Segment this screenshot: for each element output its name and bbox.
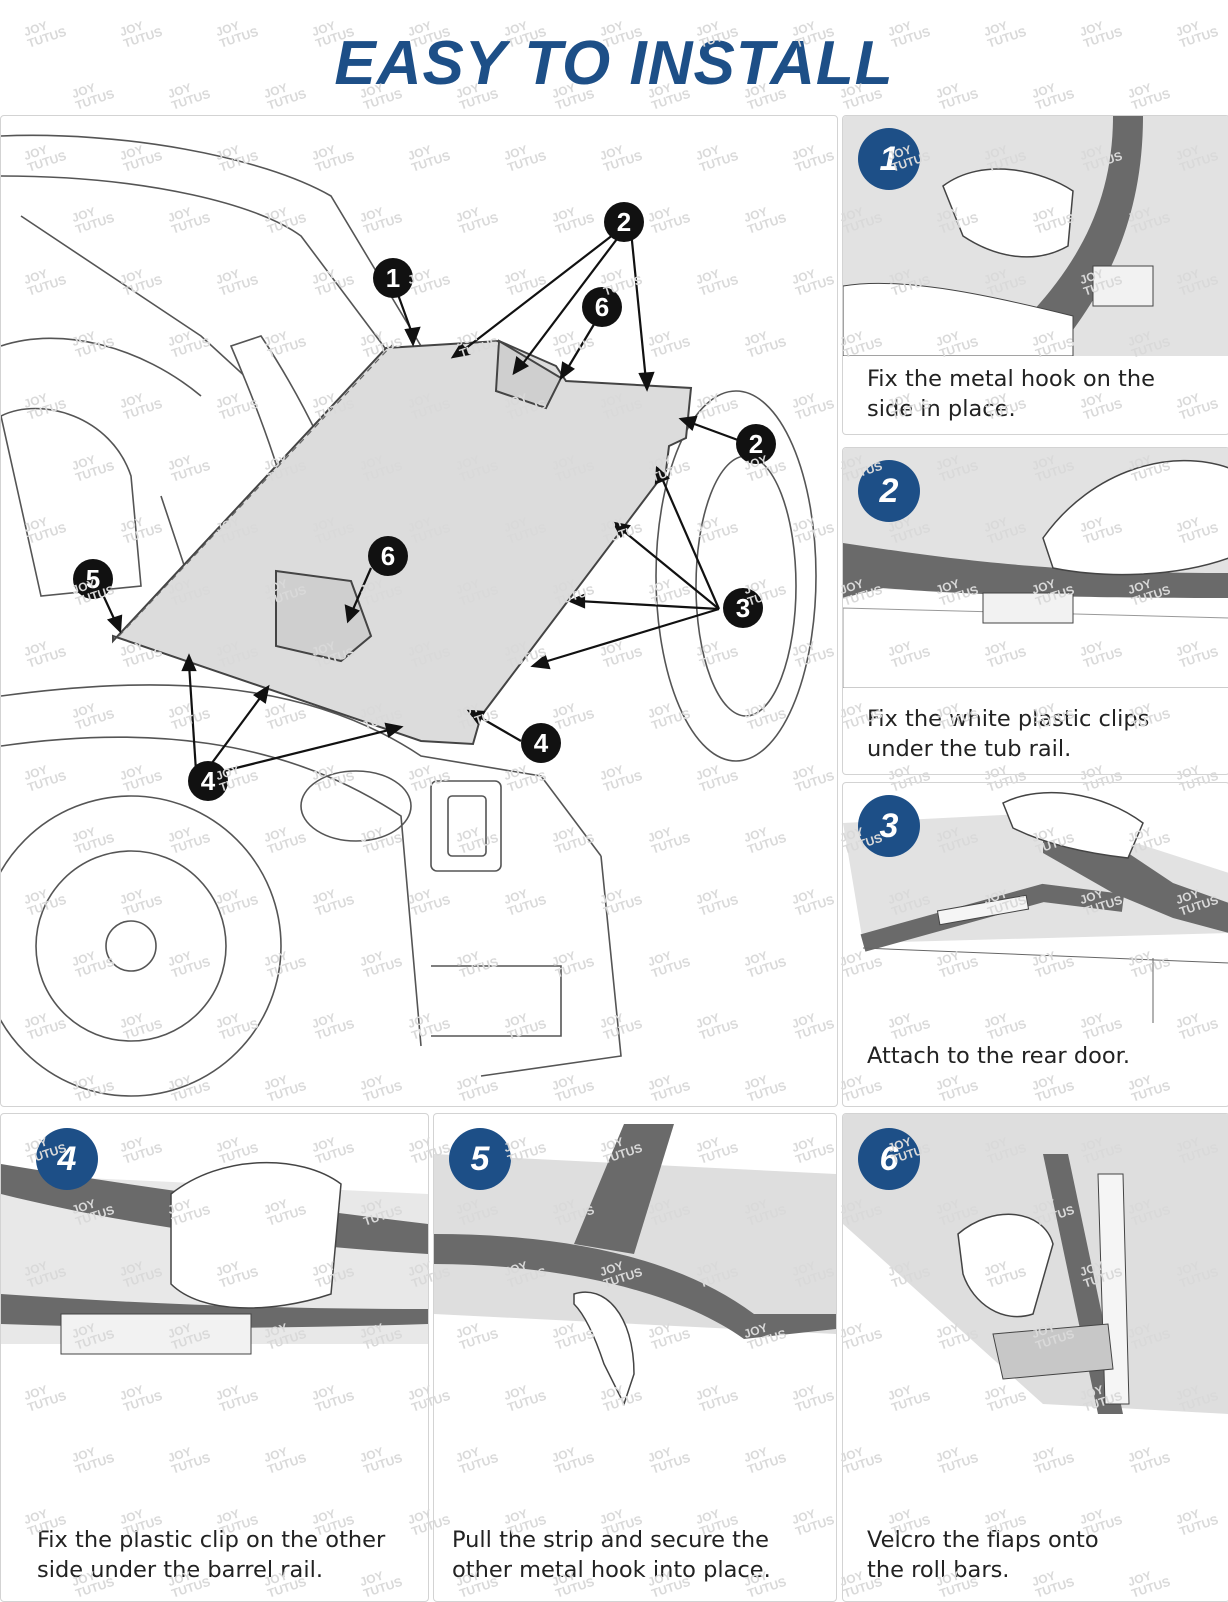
callout-5: 5 <box>73 559 113 599</box>
step-6-badge: 6 <box>858 1128 920 1190</box>
callout-4-left: 4 <box>188 761 228 801</box>
step-6-caption-line2: the roll bars. <box>867 1557 1010 1583</box>
step-3-illustration <box>843 791 1228 1023</box>
step-5-caption-line1: Pull the strip and secure the <box>452 1527 769 1553</box>
vehicle-line-drawing <box>1 134 817 1097</box>
step-2-badge: 2 <box>858 460 920 522</box>
step-3-panel: 3 Attach to the rear door. <box>842 782 1228 1107</box>
step-6-illustration <box>843 1114 1228 1494</box>
callout-3: 3 <box>723 588 763 628</box>
step-5-badge: 5 <box>449 1128 511 1190</box>
step-3-badge: 3 <box>858 795 920 857</box>
step-1-panel: 1 Fix the metal hook on the side in plac… <box>842 115 1228 435</box>
step-4-illustration <box>1 1161 428 1494</box>
callout-6-lower: 6 <box>368 536 408 576</box>
step-2-panel: 2 Fix the white plastic clips under the … <box>842 447 1228 775</box>
step-6-caption-line1: Velcro the flaps onto <box>867 1527 1099 1553</box>
step-5-illustration <box>434 1124 836 1494</box>
step-4-caption-line2: side under the barrel rail. <box>37 1557 323 1583</box>
step-1-illustration <box>843 116 1228 356</box>
step-2-illustration <box>843 448 1228 688</box>
step-5-panel: 5 Pull the strip and secure the other me… <box>433 1113 837 1602</box>
step-2-caption-line2: under the tub rail. <box>867 736 1072 762</box>
step-3-caption-line1: Attach to the rear door. <box>867 1043 1130 1069</box>
step-1-caption-line1: Fix the metal hook on the <box>867 366 1155 392</box>
callout-2-top: 2 <box>604 202 644 242</box>
step-2-caption-line1: Fix the white plastic clips <box>867 706 1150 732</box>
step-5-caption-line2: other metal hook into place. <box>452 1557 771 1583</box>
step-1-caption-line2: side in place. <box>867 396 1016 422</box>
step-4-badge: 4 <box>36 1128 98 1190</box>
step-6-panel: 6 Velcro the flaps onto the roll bars. <box>842 1113 1228 1602</box>
step-4-panel: 4 Fix the plastic clip on the other side… <box>0 1113 429 1602</box>
step-4-caption-line1: Fix the plastic clip on the other <box>37 1527 386 1553</box>
callout-2-side: 2 <box>736 424 776 464</box>
step-1-badge: 1 <box>858 128 920 190</box>
callout-4-right: 4 <box>521 723 561 763</box>
callout-1: 1 <box>373 258 413 298</box>
callout-6-top: 6 <box>582 287 622 327</box>
main-diagram-panel: 1 2 2 6 6 5 3 4 4 <box>0 115 838 1107</box>
page-title: EASY TO INSTALL <box>334 29 894 98</box>
